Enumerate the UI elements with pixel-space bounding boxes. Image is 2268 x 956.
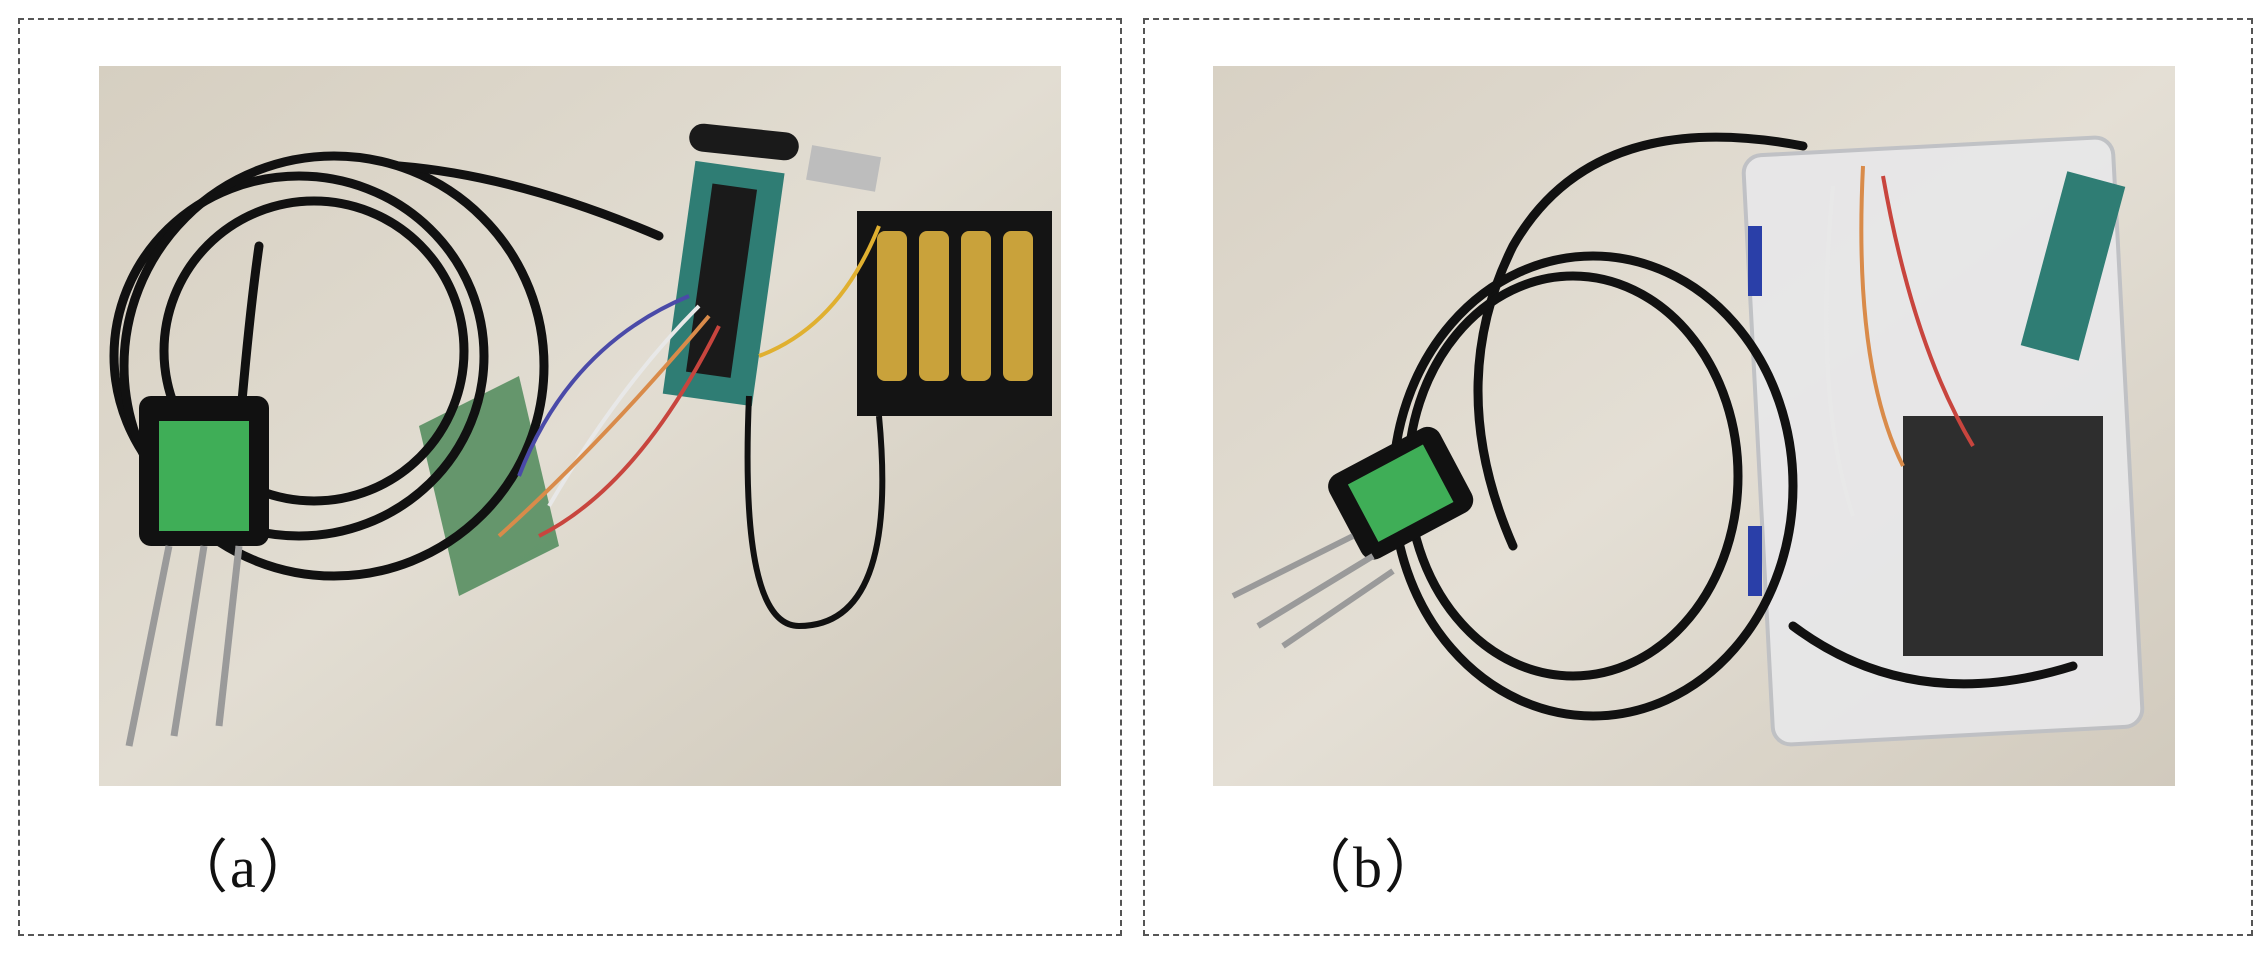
microcontroller-board	[662, 160, 785, 407]
sensor-setup-photo-b	[1213, 66, 2175, 786]
battery-pack	[857, 211, 1052, 416]
antenna	[689, 123, 799, 161]
jumper-wires	[497, 225, 886, 630]
jumper-wires	[1824, 165, 1975, 517]
wireless-module	[806, 145, 882, 192]
plastic-enclosure	[1741, 135, 2145, 747]
panel-a-caption: （a）	[170, 835, 318, 900]
photo-a	[99, 66, 1061, 786]
panel-a: （a）	[18, 18, 1122, 936]
photo-b	[1213, 66, 2175, 786]
blue-marker-2	[1748, 526, 1762, 596]
sensor-setup-photo-a	[99, 66, 1061, 786]
soil-sensor	[1231, 426, 1474, 649]
panel-b-caption: （b）	[1293, 835, 1445, 900]
panel-b: （b）	[1143, 18, 2253, 936]
soil-sensor	[125, 396, 269, 747]
blue-marker	[1748, 226, 1762, 296]
